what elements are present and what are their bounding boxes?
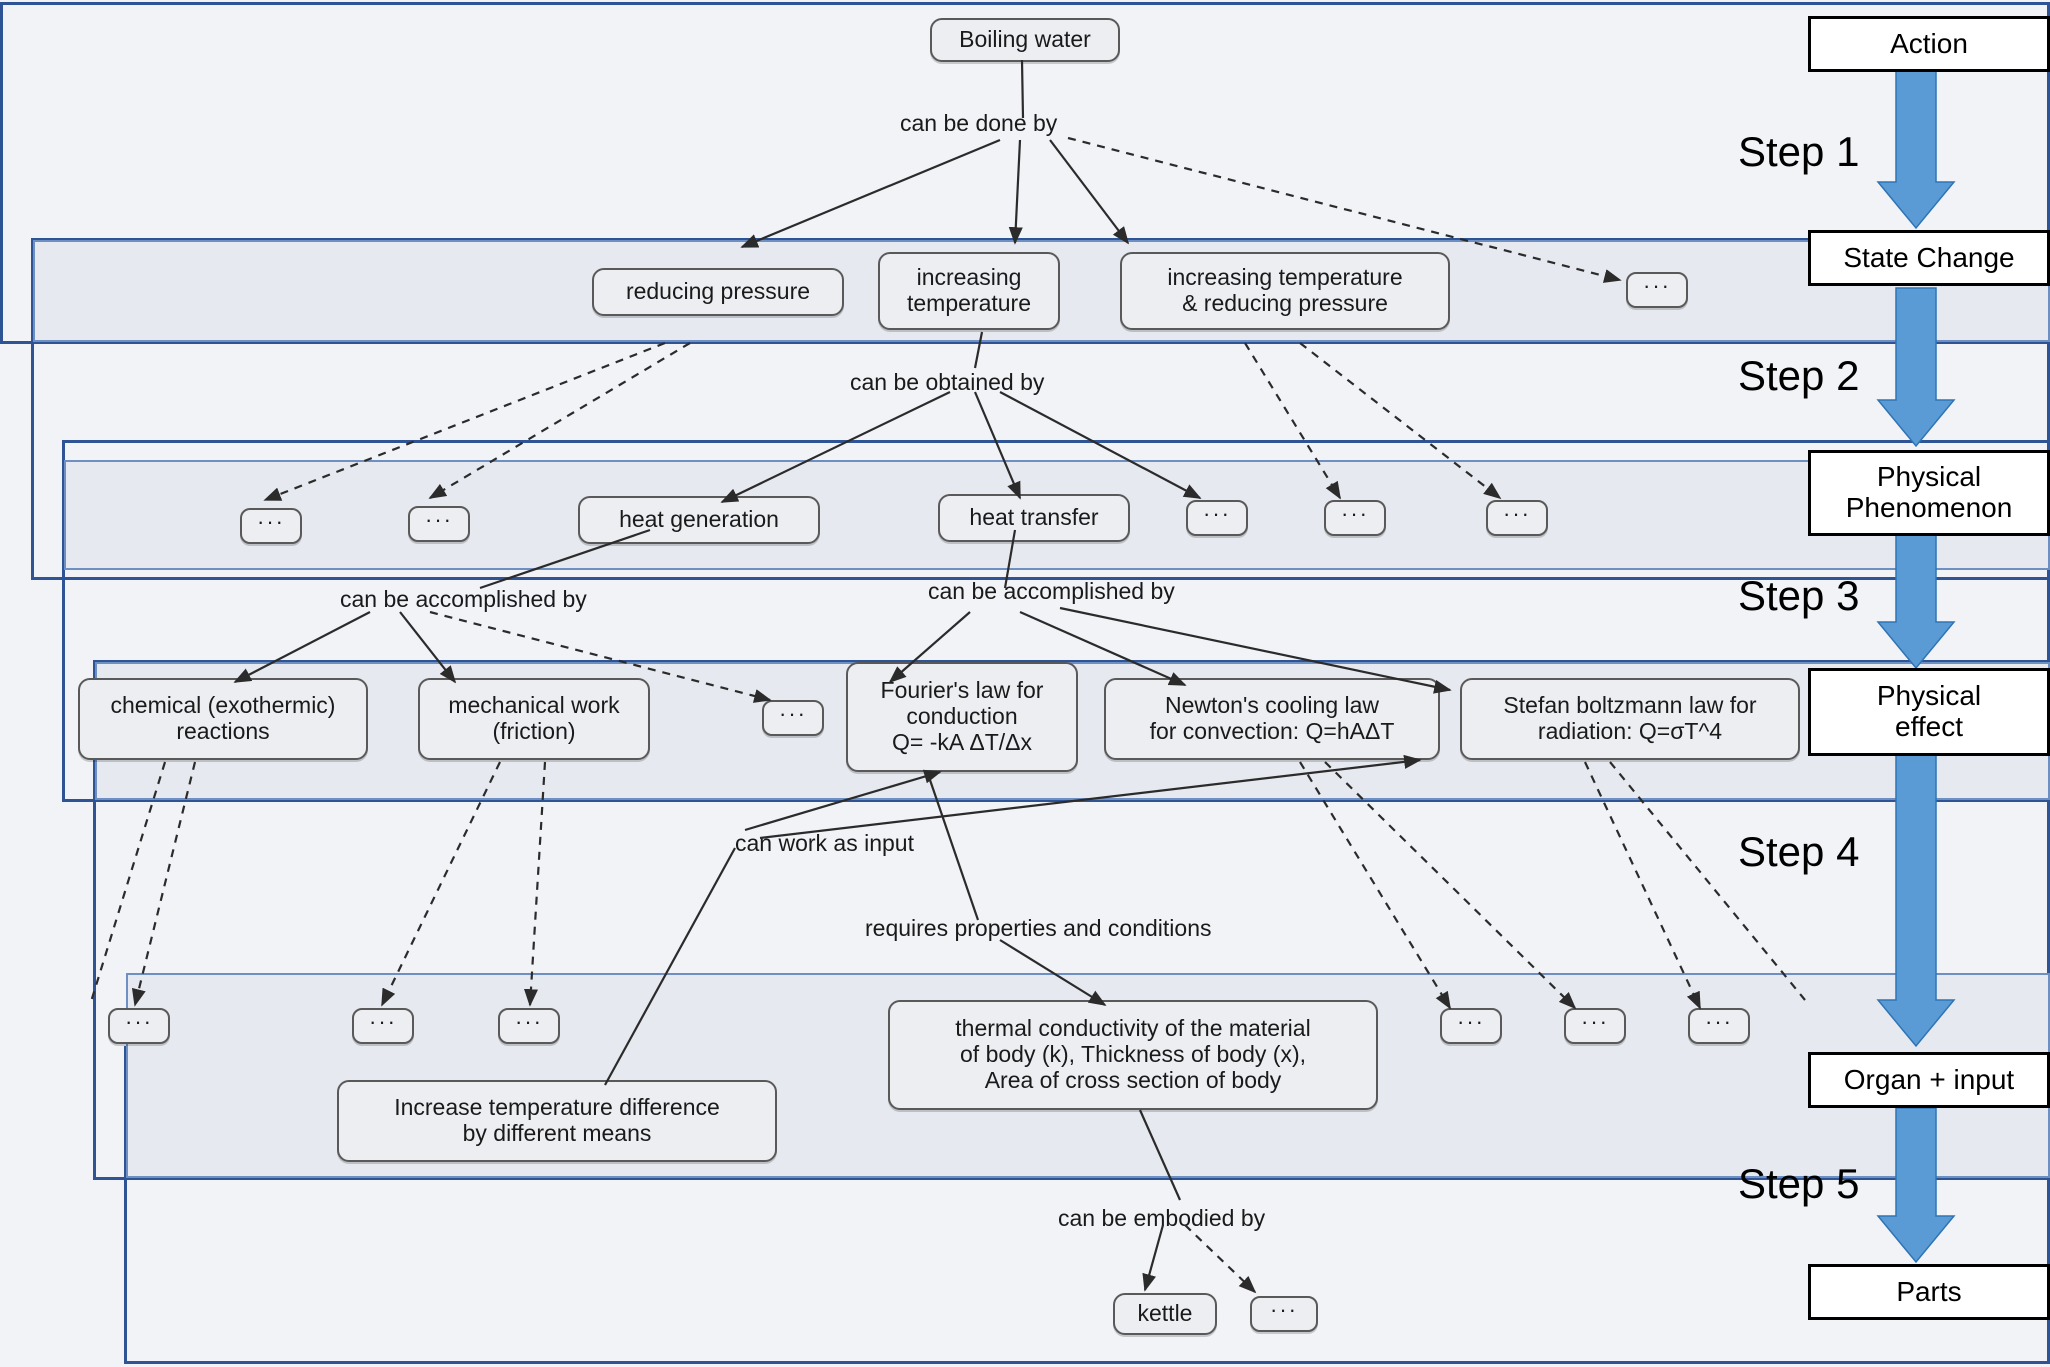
legend-physical-phenomenon-line2: Phenomenon [1845, 492, 2013, 523]
node-reducing-pressure[interactable]: reducing pressure [592, 268, 844, 316]
node-phenomenon-more-b[interactable]: ··· [408, 506, 470, 542]
node-properties-line2: of body (k), Thickness of body (x), [960, 1041, 1306, 1068]
edge-label-can-work-as-input: can work as input [735, 830, 914, 856]
node-newton-line1: Newton's cooling law [1164, 692, 1380, 719]
legend-parts[interactable]: Parts [1808, 1264, 2050, 1320]
step-box-2 [31, 238, 2050, 580]
node-organ-more-d[interactable]: ··· [1440, 1008, 1502, 1044]
node-stefan-boltzmann-law-for-radiation[interactable]: Stefan boltzmann law for radiation: Q=σT… [1460, 678, 1800, 760]
node-parts-more[interactable]: ··· [1250, 1296, 1318, 1332]
legend-state-change[interactable]: State Change [1808, 230, 2050, 286]
node-increasing-temperature-and-reducing-pressure[interactable]: increasing temperature & reducing pressu… [1120, 252, 1450, 330]
node-chemical-exothermic-reactions[interactable]: chemical (exothermic) reactions [78, 678, 368, 760]
node-increasing-temperature-line2: temperature [906, 290, 1031, 316]
step-box-1 [0, 2, 2050, 344]
node-mechanical-line2: (friction) [492, 718, 576, 744]
node-mechanical-work-friction[interactable]: mechanical work (friction) [418, 678, 650, 760]
node-increasing-temperature-line1: increasing [916, 264, 1022, 291]
edge-label-can-be-obtained-by: can be obtained by [850, 369, 1045, 395]
legend-physical-phenomenon[interactable]: Physical Phenomenon [1808, 450, 2050, 536]
step-label-1: Step 1 [1738, 128, 1860, 175]
step-label-2: Step 2 [1738, 352, 1860, 399]
node-kettle[interactable]: kettle [1113, 1293, 1217, 1335]
node-phenomenon-more-c[interactable]: ··· [1186, 500, 1248, 536]
node-phenomenon-more-a[interactable]: ··· [240, 508, 302, 544]
node-state-change-more[interactable]: ··· [1626, 272, 1688, 308]
node-organ-more-c[interactable]: ··· [498, 1008, 560, 1044]
node-newton-line2: for convection: Q=hAΔT [1149, 718, 1395, 744]
node-stefan-line1: Stefan boltzmann law for [1503, 692, 1757, 719]
edge-label-can-be-done-by: can be done by [900, 110, 1058, 136]
node-properties-line3: Area of cross section of body [984, 1066, 1282, 1093]
node-fourier-line3: Q= -kA ΔT/Δx [892, 728, 1032, 755]
node-thermal-conductivity-properties[interactable]: thermal conductivity of the material of … [888, 1000, 1378, 1110]
step-label-3: Step 3 [1738, 572, 1860, 619]
node-chemical-line2: reactions [176, 718, 270, 744]
edge-label-can-be-accomplished-by-right: can be accomplished by [928, 578, 1175, 604]
legend-physical-effect-line2: effect [1895, 711, 1963, 742]
node-stefan-line2: radiation: Q=σT^4 [1537, 718, 1723, 744]
node-increase-temp-diff-line2: by different means [462, 1120, 652, 1146]
node-fourier-line1: Fourier's law for [880, 677, 1044, 704]
legend-physical-phenomenon-line1: Physical [1876, 461, 1982, 493]
node-boiling-water[interactable]: Boiling water [930, 18, 1120, 62]
node-fourier-line2: conduction [906, 703, 1018, 730]
node-mechanical-line1: mechanical work [448, 692, 620, 719]
node-heat-generation[interactable]: heat generation [578, 496, 820, 544]
node-increase-temp-diff-line1: Increase temperature difference [394, 1094, 720, 1121]
legend-physical-effect-line1: Physical [1876, 680, 1982, 712]
edge-label-can-be-embodied-by: can be embodied by [1058, 1205, 1266, 1231]
legend-action[interactable]: Action [1808, 16, 2050, 72]
node-incr-temp-red-press-line1: increasing temperature [1167, 264, 1403, 291]
edge-label-can-be-accomplished-by-left: can be accomplished by [340, 586, 587, 612]
node-newtons-cooling-law-for-convection[interactable]: Newton's cooling law for convection: Q=h… [1104, 678, 1440, 760]
node-phenomenon-more-e[interactable]: ··· [1486, 500, 1548, 536]
node-phenomenon-more-d[interactable]: ··· [1324, 500, 1386, 536]
node-organ-more-f[interactable]: ··· [1688, 1008, 1750, 1044]
step-label-4: Step 4 [1738, 828, 1860, 875]
node-chemical-line1: chemical (exothermic) [110, 692, 336, 719]
node-increase-temperature-difference[interactable]: Increase temperature difference by diffe… [337, 1080, 777, 1162]
node-heat-transfer[interactable]: heat transfer [938, 494, 1130, 542]
node-organ-more-a[interactable]: ··· [108, 1008, 170, 1044]
node-fouriers-law-for-conduction[interactable]: Fourier's law for conduction Q= -kA ΔT/Δ… [846, 662, 1078, 772]
node-properties-line1: thermal conductivity of the material [955, 1015, 1311, 1042]
node-organ-more-e[interactable]: ··· [1564, 1008, 1626, 1044]
legend-organ-input[interactable]: Organ + input [1808, 1052, 2050, 1108]
step-label-5: Step 5 [1738, 1160, 1860, 1207]
node-effect-more-a[interactable]: ··· [762, 700, 824, 736]
node-incr-temp-red-press-line2: & reducing pressure [1182, 290, 1388, 316]
node-increasing-temperature[interactable]: increasing temperature [878, 252, 1060, 330]
edge-label-requires-properties-and-conditions: requires properties and conditions [865, 915, 1212, 941]
node-organ-more-b[interactable]: ··· [352, 1008, 414, 1044]
legend-physical-effect[interactable]: Physical effect [1808, 668, 2050, 756]
